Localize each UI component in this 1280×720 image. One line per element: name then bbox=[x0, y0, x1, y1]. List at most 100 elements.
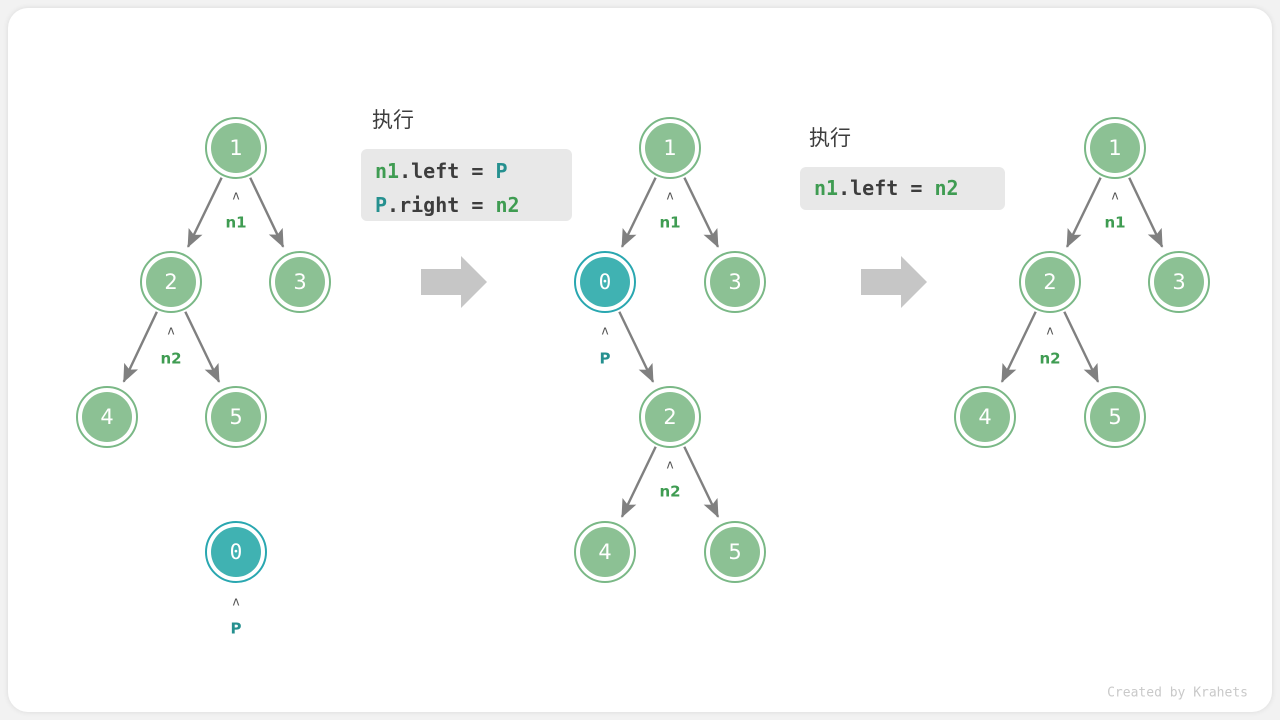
tree-edge bbox=[1128, 177, 1164, 248]
tree-node: 2 bbox=[1019, 251, 1081, 313]
node-outer-ring bbox=[704, 251, 766, 313]
node-disc bbox=[1090, 123, 1140, 173]
node-value: 5 bbox=[728, 540, 741, 564]
tree-edges-layer bbox=[122, 177, 1164, 518]
tree-node: 0 bbox=[574, 251, 636, 313]
node-disc bbox=[960, 392, 1010, 442]
pointer-label: n1 bbox=[659, 214, 680, 232]
tree-edge bbox=[1000, 311, 1037, 383]
node-value: 4 bbox=[100, 405, 113, 429]
code-line: n1.left = n2 bbox=[814, 176, 959, 200]
exec-header-label: 执行 bbox=[372, 108, 414, 132]
pointer-caret-icon: ʌ bbox=[232, 189, 239, 203]
tree-node: 5 bbox=[205, 386, 267, 448]
pointer-label: P bbox=[231, 620, 242, 638]
code-snippet-box bbox=[361, 149, 572, 221]
pointer-label: n2 bbox=[160, 350, 181, 368]
step-arrows-layer bbox=[421, 256, 927, 308]
node-outer-ring bbox=[205, 386, 267, 448]
code-token: = bbox=[910, 176, 934, 200]
code-token: n2 bbox=[934, 176, 958, 200]
pointer-label: n1 bbox=[1104, 214, 1125, 232]
tree-edge bbox=[184, 311, 221, 383]
tree-edge bbox=[620, 446, 657, 518]
code-token: P bbox=[375, 193, 387, 217]
node-outer-ring bbox=[1084, 386, 1146, 448]
pointer-caret-icon: ʌ bbox=[1046, 324, 1053, 338]
tree-node: 3 bbox=[1148, 251, 1210, 313]
node-disc bbox=[1090, 392, 1140, 442]
node-value: 3 bbox=[728, 270, 741, 294]
tree-node: 3 bbox=[704, 251, 766, 313]
tree-node: 5 bbox=[704, 521, 766, 583]
node-outer-ring bbox=[1084, 117, 1146, 179]
tree-node: 1 bbox=[639, 117, 701, 179]
code-snippet-box bbox=[800, 167, 1005, 210]
node-value: 0 bbox=[230, 540, 243, 564]
node-outer-ring bbox=[205, 117, 267, 179]
node-disc bbox=[82, 392, 132, 442]
pointer-label: n2 bbox=[1039, 350, 1060, 368]
tree-edge bbox=[186, 177, 223, 248]
pointer-label: n2 bbox=[659, 483, 680, 501]
credit-watermark: Created by Krahets bbox=[1107, 686, 1248, 701]
node-outer-ring bbox=[954, 386, 1016, 448]
pointer-caret-icon: ʌ bbox=[666, 189, 673, 203]
node-disc bbox=[645, 123, 695, 173]
node-value: 5 bbox=[1108, 405, 1121, 429]
node-outer-ring bbox=[269, 251, 331, 313]
pointer-caret-icon: ʌ bbox=[601, 324, 608, 338]
tree-edge bbox=[683, 177, 720, 248]
code-line: n1.left = P bbox=[375, 159, 507, 183]
tree-edge bbox=[683, 446, 720, 518]
node-outer-ring bbox=[704, 521, 766, 583]
code-token: n1 bbox=[375, 159, 399, 183]
tree-node: 2 bbox=[140, 251, 202, 313]
tree-node: 2 bbox=[639, 386, 701, 448]
node-disc bbox=[580, 527, 630, 577]
node-disc bbox=[211, 527, 261, 577]
node-outer-ring bbox=[574, 521, 636, 583]
tree-node: 5 bbox=[1084, 386, 1146, 448]
pointer-caret-icon: ʌ bbox=[666, 458, 673, 472]
node-outer-ring bbox=[76, 386, 138, 448]
step-arrow-2-icon bbox=[861, 256, 927, 308]
tree-edge bbox=[249, 177, 285, 248]
node-outer-ring bbox=[574, 251, 636, 313]
step-arrow-1-icon bbox=[421, 256, 487, 308]
pointer-caret-icon: ʌ bbox=[232, 595, 239, 609]
node-value: 1 bbox=[663, 136, 676, 160]
code-token: n2 bbox=[495, 193, 519, 217]
tree-node: 3 bbox=[269, 251, 331, 313]
code-line: P.right = n2 bbox=[375, 193, 520, 217]
tree-node: 4 bbox=[574, 521, 636, 583]
code-token: .left bbox=[399, 159, 471, 183]
tree-edge bbox=[618, 311, 655, 383]
node-disc bbox=[146, 257, 196, 307]
code-token: P bbox=[495, 159, 507, 183]
node-value: 2 bbox=[663, 405, 676, 429]
tree-node: 4 bbox=[954, 386, 1016, 448]
pointer-label: P bbox=[600, 350, 611, 368]
node-disc bbox=[710, 527, 760, 577]
node-value: 0 bbox=[599, 270, 612, 294]
node-disc bbox=[645, 392, 695, 442]
node-outer-ring bbox=[205, 521, 267, 583]
node-value: 3 bbox=[1172, 270, 1185, 294]
code-token: n1 bbox=[814, 176, 838, 200]
node-value: 2 bbox=[164, 270, 177, 294]
node-disc bbox=[275, 257, 325, 307]
node-outer-ring bbox=[1148, 251, 1210, 313]
node-outer-ring bbox=[639, 117, 701, 179]
code-token: .left bbox=[838, 176, 910, 200]
node-value: 1 bbox=[1108, 136, 1121, 160]
tree-edge bbox=[620, 177, 657, 248]
node-outer-ring bbox=[140, 251, 202, 313]
node-outer-ring bbox=[1019, 251, 1081, 313]
node-value: 2 bbox=[1043, 270, 1056, 294]
pointer-caret-icon: ʌ bbox=[1111, 189, 1118, 203]
